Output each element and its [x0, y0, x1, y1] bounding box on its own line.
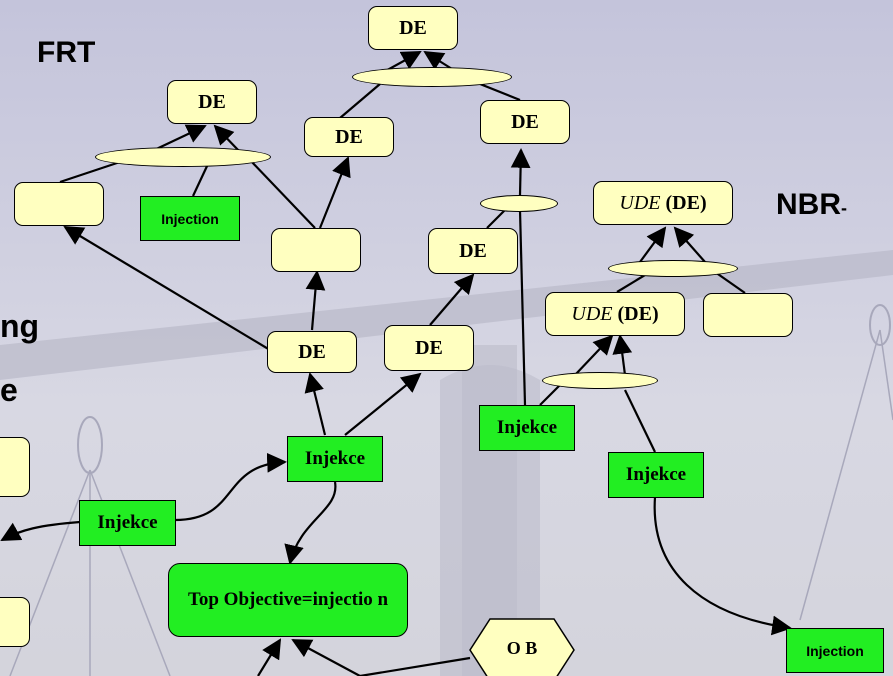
- partial-box-left-upper: [0, 437, 30, 497]
- and-connector-right-small: [480, 195, 558, 212]
- injection-node-small-bottom: Injection: [786, 628, 884, 673]
- ude-node-mid-suffix: (DE): [612, 302, 659, 325]
- injekce-node-right: Injekce: [608, 452, 704, 498]
- de-node-left-top: DE: [167, 80, 257, 124]
- and-connector-ude: [608, 260, 738, 277]
- de-node-right: DE: [480, 100, 570, 144]
- top-objective-node: Top Objective=injectio n: [168, 563, 408, 637]
- de-node-center-low: DE: [267, 331, 357, 373]
- nbr-label-text: NBR: [776, 188, 841, 221]
- cut-text-ng: ng: [0, 308, 40, 344]
- partial-box-left-lower: [0, 597, 30, 647]
- injection-node-small-top: Injection: [140, 196, 240, 241]
- ude-node-mid: UDE (DE): [545, 292, 685, 336]
- obstacle-label: O B: [506, 638, 538, 658]
- ude-node-top: UDE (DE): [593, 181, 733, 225]
- blank-node-left: [14, 182, 104, 226]
- injekce-node-left: Injekce: [79, 500, 176, 546]
- and-connector-top: [352, 67, 512, 87]
- and-connector-left: [95, 147, 271, 167]
- frt-label: FRT: [37, 36, 96, 69]
- ude-node-mid-ude: UDE: [571, 302, 613, 325]
- de-node-mid: DE: [304, 117, 394, 157]
- injekce-node-center: Injekce: [287, 436, 383, 482]
- obstacle-hexagon: [469, 618, 575, 676]
- cut-text-e: e: [0, 372, 18, 408]
- nbr-label: NBR-: [776, 188, 847, 222]
- and-connector-ude-lower: [542, 372, 658, 389]
- injekce-node-right-left: Injekce: [479, 405, 575, 451]
- de-node-top: DE: [368, 6, 458, 50]
- de-node-center-right: DE: [428, 228, 518, 274]
- ude-node-top-suffix: (DE): [660, 191, 707, 214]
- blank-node-center: [271, 228, 361, 272]
- ude-node-top-ude: UDE: [619, 191, 661, 214]
- nbr-label-dash: -: [841, 198, 847, 218]
- blank-node-right: [703, 293, 793, 337]
- de-node-center-low2: DE: [384, 325, 474, 371]
